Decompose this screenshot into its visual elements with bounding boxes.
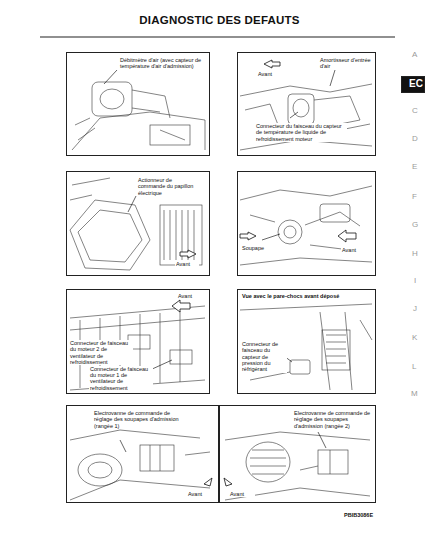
section-letter: F xyxy=(412,192,417,201)
callout-label: Connecteur de faisceau du moteur 2 de ve… xyxy=(69,340,133,365)
callout-label: Avant xyxy=(341,247,367,253)
section-letter: J xyxy=(413,304,417,313)
callout-label: Connecteur du faisceau du capteur de tem… xyxy=(255,123,347,142)
callout-label: Avant xyxy=(187,491,213,497)
title-rule xyxy=(40,36,395,37)
section-letter: L xyxy=(412,362,416,371)
callout-label: Avant xyxy=(177,293,201,299)
callout-label: Vue avec le pare-chocs avant déposé xyxy=(241,293,373,299)
section-letter: I xyxy=(414,276,416,285)
callout-label: Avant xyxy=(175,261,199,267)
callout-label: Electrovanne de commande de réglage des … xyxy=(293,410,373,429)
callout-label: Avant xyxy=(229,491,255,497)
figure-panel: Soupape Avant xyxy=(237,171,376,276)
section-letter: A xyxy=(412,50,417,59)
figure-panel: Amortisseur d'entrée d'airAvantConnecteu… xyxy=(237,52,376,156)
section-letter: G xyxy=(412,220,418,229)
section-letter: E xyxy=(412,162,417,171)
callout-label: Connecteur de faisceau du capteur de pre… xyxy=(241,341,287,373)
section-letter: D xyxy=(412,134,418,143)
section-letter: K xyxy=(412,333,417,342)
tab-label: EC xyxy=(404,78,428,90)
figure-panel: Débitmètre d'air (avec capteur de tempér… xyxy=(66,52,210,156)
engine-drawings xyxy=(70,70,372,503)
figure-panel: AvantConnecteur de faisceau du moteur 2 … xyxy=(66,289,210,394)
callout-label: Avant xyxy=(257,71,281,77)
page-title: DIAGNOSTIC DES DEFAUTS xyxy=(0,14,439,26)
callout-label: Actionneur de commande du papillon élect… xyxy=(137,177,197,196)
figure-panel: Electrovanne de commande de réglage des … xyxy=(66,405,219,503)
figure-code: PBIB3086E xyxy=(344,512,373,518)
callout-label: Débitmètre d'air (avec capteur de tempér… xyxy=(119,57,203,70)
section-letter: C xyxy=(412,106,418,115)
figure-panel: Electrovanne de commande de réglage des … xyxy=(219,405,376,503)
section-letter: H xyxy=(412,249,418,258)
callout-label: Electrovanne de commande de réglage des … xyxy=(93,410,189,429)
figure-panel: Vue avec le pare-chocs avant déposéConne… xyxy=(237,289,376,394)
section-tab: EC xyxy=(401,76,425,93)
figure-panel: Actionneur de commande du papillon élect… xyxy=(66,171,210,276)
callout-label: Soupape xyxy=(241,245,271,251)
callout-label: Amortisseur d'entrée d'air xyxy=(319,57,373,70)
section-letter: M xyxy=(411,389,418,398)
callout-label: Connecteur de faisceau du moteur 1 de ve… xyxy=(89,366,153,391)
